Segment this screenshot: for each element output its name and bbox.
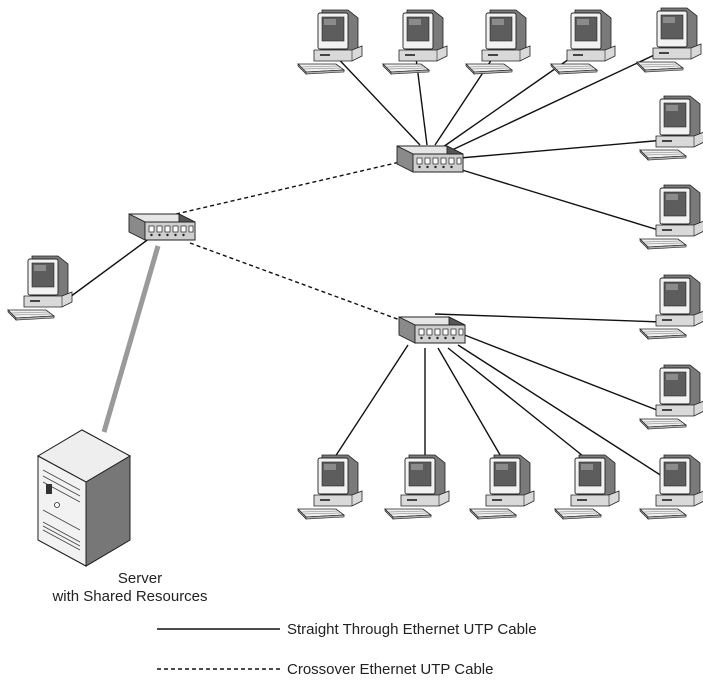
computer-bottom-2 <box>639 364 703 430</box>
computer-bottom-3 <box>639 454 703 520</box>
server-label-line1: Server <box>118 570 162 587</box>
legend: Straight Through Ethernet UTP Cable Cros… <box>157 621 537 678</box>
legend-straight-label: Straight Through Ethernet UTP Cable <box>287 621 537 638</box>
computer-top-4 <box>550 9 616 75</box>
computer-bottom-7 <box>554 454 620 520</box>
legend-crossover-label: Crossover Ethernet UTP Cable <box>287 661 493 678</box>
center-switch <box>128 213 196 241</box>
computer-bottom-4 <box>297 454 363 520</box>
computer-bottom-5 <box>384 454 450 520</box>
computer-top-5 <box>636 7 702 73</box>
server-cable <box>101 245 161 433</box>
computer-top-1 <box>297 9 363 75</box>
computer-bottom-1 <box>639 274 703 340</box>
crossover-cables <box>175 161 401 321</box>
crossover-cable-top <box>175 161 401 215</box>
computer-bottom-6 <box>469 454 535 520</box>
top-switch <box>396 145 464 173</box>
straight-cable-left-pc <box>69 237 151 298</box>
computer-left <box>7 255 73 321</box>
straight-cables-top-switch <box>329 49 666 233</box>
crossover-cable-bottom <box>189 242 401 321</box>
bottom-switch <box>398 316 466 344</box>
server-tower-icon <box>36 429 132 567</box>
computer-top-3 <box>465 9 531 75</box>
computer-top-6 <box>639 95 703 161</box>
computer-top-7 <box>639 184 703 250</box>
computer-top-2 <box>382 9 448 75</box>
straight-cables-bottom-switch <box>332 313 666 479</box>
server-label-line2: with Shared Resources <box>51 588 207 605</box>
